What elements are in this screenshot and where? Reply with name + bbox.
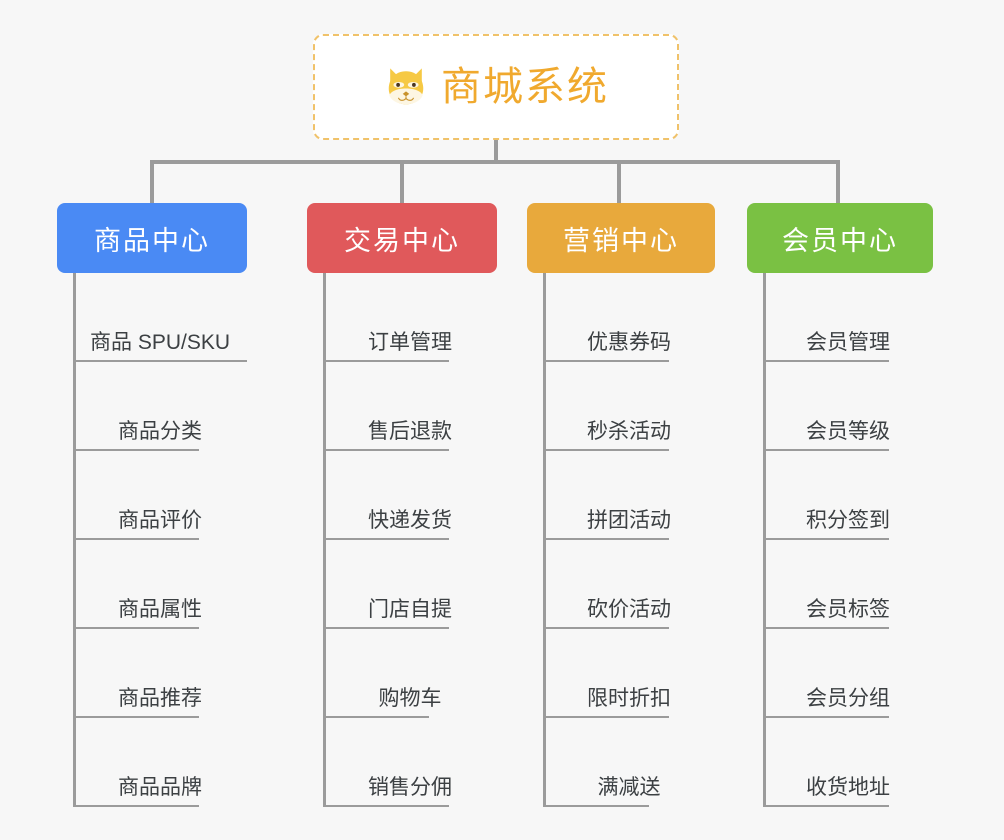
leaf-label: 订单管理: [368, 331, 452, 354]
leaf-item[interactable]: 会员分组: [747, 629, 933, 718]
leaf-label: 商品 SPU/SKU: [89, 331, 231, 354]
branch-column-product: 商品中心 商品 SPU/SKU 商品分类 商品评价 商品属性 商品推荐: [57, 203, 247, 807]
leaf-label: 限时折扣: [587, 687, 671, 710]
leaf-item[interactable]: 商品 SPU/SKU: [57, 273, 247, 362]
leaf-label: 商品评价: [118, 509, 202, 532]
leaf-item[interactable]: 积分签到: [747, 451, 933, 540]
leaf-label: 积分签到: [806, 509, 890, 532]
leaf-label: 优惠券码: [587, 331, 671, 354]
tree-spine: [763, 273, 766, 807]
leaf-list-member: 会员管理 会员等级 积分签到 会员标签 会员分组 收货地址: [747, 273, 933, 807]
leaf-label: 商品属性: [118, 598, 202, 621]
leaf-label: 会员分组: [806, 687, 890, 710]
leaf-label: 商品分类: [118, 420, 202, 443]
leaf-item[interactable]: 限时折扣: [527, 629, 715, 718]
leaf-underline: [73, 449, 199, 451]
leaf-item[interactable]: 拼团活动: [527, 451, 715, 540]
leaf-label: 会员管理: [806, 331, 890, 354]
leaf-underline: [323, 360, 449, 362]
root-node[interactable]: 商城系统: [313, 34, 679, 140]
leaf-underline: [543, 716, 669, 718]
leaf-underline: [763, 805, 889, 807]
leaf-underline: [73, 538, 199, 540]
leaf-underline: [543, 538, 669, 540]
leaf-label: 满减送: [597, 776, 661, 799]
category-node-product[interactable]: 商品中心: [57, 203, 247, 273]
leaf-item[interactable]: 商品品牌: [57, 718, 247, 807]
leaf-underline: [73, 805, 199, 807]
leaf-underline: [543, 360, 669, 362]
leaf-item[interactable]: 售后退款: [307, 362, 497, 451]
connector-drop-1: [150, 160, 154, 205]
category-node-marketing[interactable]: 营销中心: [527, 203, 715, 273]
connector-drop-4: [836, 160, 840, 205]
leaf-underline: [543, 627, 669, 629]
leaf-label: 会员等级: [806, 420, 890, 443]
category-node-trade[interactable]: 交易中心: [307, 203, 497, 273]
leaf-item[interactable]: 优惠券码: [527, 273, 715, 362]
leaf-underline: [323, 627, 449, 629]
tree-spine: [73, 273, 76, 807]
leaf-label: 快递发货: [368, 509, 452, 532]
leaf-label: 收货地址: [806, 776, 890, 799]
leaf-underline: [543, 805, 649, 807]
branch-column-member: 会员中心 会员管理 会员等级 积分签到 会员标签 会员分组: [747, 203, 933, 807]
shiba-dog-face-icon: [388, 68, 424, 105]
branch-column-trade: 交易中心 订单管理 售后退款 快递发货 门店自提 购物车: [307, 203, 497, 807]
leaf-item[interactable]: 商品推荐: [57, 629, 247, 718]
leaf-item[interactable]: 快递发货: [307, 451, 497, 540]
connector-root-stem: [494, 140, 498, 162]
leaf-item[interactable]: 会员等级: [747, 362, 933, 451]
tree-spine: [543, 273, 546, 807]
leaf-item[interactable]: 满减送: [527, 718, 715, 807]
leaf-list-marketing: 优惠券码 秒杀活动 拼团活动 砍价活动 限时折扣 满减送: [527, 273, 715, 807]
leaf-item[interactable]: 会员标签: [747, 540, 933, 629]
root-title: 商城系统: [441, 65, 609, 109]
leaf-label: 商品推荐: [118, 687, 202, 710]
leaf-item[interactable]: 商品属性: [57, 540, 247, 629]
branch-column-marketing: 营销中心 优惠券码 秒杀活动 拼团活动 砍价活动 限时折扣: [527, 203, 715, 807]
leaf-underline: [763, 360, 889, 362]
leaf-label: 销售分佣: [368, 776, 452, 799]
leaf-item[interactable]: 订单管理: [307, 273, 497, 362]
leaf-item[interactable]: 收货地址: [747, 718, 933, 807]
connector-horizontal-bus: [150, 160, 840, 164]
connector-drop-2: [400, 160, 404, 205]
leaf-underline: [763, 627, 889, 629]
connector-drop-3: [617, 160, 621, 205]
leaf-label: 会员标签: [806, 598, 890, 621]
leaf-underline: [323, 716, 429, 718]
tree-spine: [323, 273, 326, 807]
leaf-label: 拼团活动: [587, 509, 671, 532]
leaf-underline: [763, 538, 889, 540]
leaf-item[interactable]: 秒杀活动: [527, 362, 715, 451]
leaf-item[interactable]: 砍价活动: [527, 540, 715, 629]
leaf-label: 砍价活动: [587, 598, 671, 621]
leaf-item[interactable]: 门店自提: [307, 540, 497, 629]
leaf-underline: [323, 805, 449, 807]
leaf-underline: [323, 538, 449, 540]
leaf-underline: [73, 360, 247, 362]
leaf-underline: [73, 627, 199, 629]
leaf-label: 秒杀活动: [587, 420, 671, 443]
leaf-item[interactable]: 会员管理: [747, 273, 933, 362]
leaf-underline: [763, 716, 889, 718]
category-node-member[interactable]: 会员中心: [747, 203, 933, 273]
leaf-label: 门店自提: [368, 598, 452, 621]
leaf-item[interactable]: 商品评价: [57, 451, 247, 540]
leaf-item[interactable]: 商品分类: [57, 362, 247, 451]
leaf-list-trade: 订单管理 售后退款 快递发货 门店自提 购物车 销售分佣: [307, 273, 497, 807]
leaf-label: 售后退款: [368, 420, 452, 443]
leaf-underline: [543, 449, 669, 451]
leaf-list-product: 商品 SPU/SKU 商品分类 商品评价 商品属性 商品推荐 商品品牌: [57, 273, 247, 807]
leaf-item[interactable]: 销售分佣: [307, 718, 497, 807]
leaf-underline: [763, 449, 889, 451]
leaf-label: 商品品牌: [118, 776, 202, 799]
leaf-label: 购物车: [378, 687, 442, 710]
leaf-item[interactable]: 购物车: [307, 629, 497, 718]
leaf-underline: [323, 449, 449, 451]
leaf-underline: [73, 716, 199, 718]
